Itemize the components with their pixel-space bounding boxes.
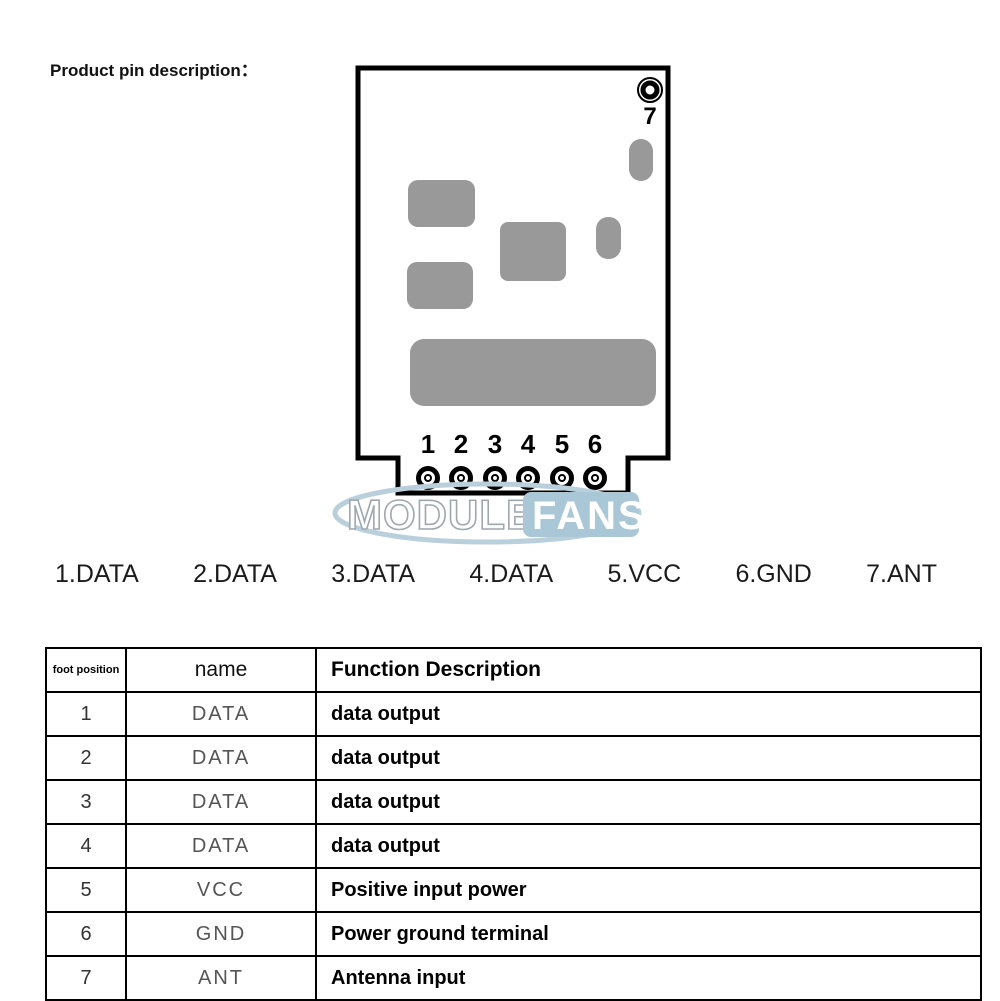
pin-hole-4-inner xyxy=(524,474,532,482)
cell-name: ANT xyxy=(125,955,317,1001)
cell-pin: 7 xyxy=(45,955,127,1001)
cell-desc: Positive input power xyxy=(315,867,982,913)
table-row: 4 DATA data output xyxy=(45,823,982,869)
cell-pin: 4 xyxy=(45,823,127,869)
pin-label-row: 1.DATA 2.DATA 3.DATA 4.DATA 5.VCC 6.GND … xyxy=(55,560,937,589)
pin-label-5: 5.VCC xyxy=(607,560,682,588)
cell-name: DATA xyxy=(125,735,317,781)
pin-hole-6-inner xyxy=(591,474,599,482)
cell-pin: 2 xyxy=(45,735,127,781)
pin7-number: 7 xyxy=(643,103,656,130)
pin-number-1: 1 xyxy=(421,429,435,459)
cell-name: GND xyxy=(125,911,317,957)
table-row: 1 DATA data output xyxy=(45,691,982,737)
table-row: 2 DATA data output xyxy=(45,735,982,781)
pin-label-6: 6.GND xyxy=(735,560,812,588)
cell-desc: data output xyxy=(315,691,982,737)
pad-small-capsule xyxy=(596,217,621,259)
cell-desc: data output xyxy=(315,823,982,869)
pad-large-bottom xyxy=(410,339,656,406)
pin7-hole xyxy=(640,80,660,100)
cell-name: DATA xyxy=(125,823,317,869)
table-row: 5 VCC Positive input power xyxy=(45,867,982,913)
header-name: name xyxy=(125,647,317,693)
watermark-module-text: MODULE xyxy=(347,491,535,538)
watermark: MODULE FANS xyxy=(332,481,647,545)
cell-desc: Power ground terminal xyxy=(315,911,982,957)
page-title: Product pin description： xyxy=(50,61,258,80)
pin-number-4: 4 xyxy=(521,429,536,459)
cell-pin: 1 xyxy=(45,691,127,737)
header-function-description: Function Description xyxy=(315,647,982,693)
pin-number-2: 2 xyxy=(454,429,468,459)
pad-center xyxy=(500,222,566,281)
pin-number-3: 3 xyxy=(488,429,502,459)
pin-number-6: 6 xyxy=(588,429,602,459)
cell-pin: 6 xyxy=(45,911,127,957)
pin-number-5: 5 xyxy=(555,429,569,459)
cell-desc: Antenna input xyxy=(315,955,982,1001)
table-row: 6 GND Power ground terminal xyxy=(45,911,982,957)
pad-mid-left xyxy=(407,262,473,309)
pin-hole-5-inner xyxy=(558,474,566,482)
table-row: 7 ANT Antenna input xyxy=(45,955,982,1001)
module-diagram-svg: 7 1 2 3 4 5 6 MODULE FANS xyxy=(332,65,671,545)
cell-desc: data output xyxy=(315,779,982,825)
cell-pin: 5 xyxy=(45,867,127,913)
header-foot-position: foot position xyxy=(45,647,127,693)
pad-ant-capsule xyxy=(629,139,653,181)
pin-hole-3-inner xyxy=(491,474,499,482)
pin-label-2: 2.DATA xyxy=(193,560,277,588)
pin7-hole-outer-ring xyxy=(637,77,663,103)
pin-hole-2-inner xyxy=(457,474,465,482)
pin-hole-1-inner xyxy=(424,474,432,482)
cell-name: DATA xyxy=(125,691,317,737)
cell-desc: data output xyxy=(315,735,982,781)
module-diagram: 7 1 2 3 4 5 6 MODULE FANS xyxy=(330,55,710,555)
cell-name: VCC xyxy=(125,867,317,913)
pin-function-table: foot position name Function Description … xyxy=(45,647,982,1001)
pin-label-1: 1.DATA xyxy=(55,560,139,588)
pin-label-4: 4.DATA xyxy=(469,560,554,588)
table-header-row: foot position name Function Description xyxy=(45,647,982,693)
cell-pin: 3 xyxy=(45,779,127,825)
pin-label-3: 3.DATA xyxy=(331,560,416,588)
table-row: 3 DATA data output xyxy=(45,779,982,825)
pin-label-7: 7.ANT xyxy=(866,560,937,588)
watermark-fans-text: FANS xyxy=(532,494,647,538)
pad-top-left xyxy=(408,180,475,227)
cell-name: DATA xyxy=(125,779,317,825)
watermark-fans-pill xyxy=(523,492,639,537)
